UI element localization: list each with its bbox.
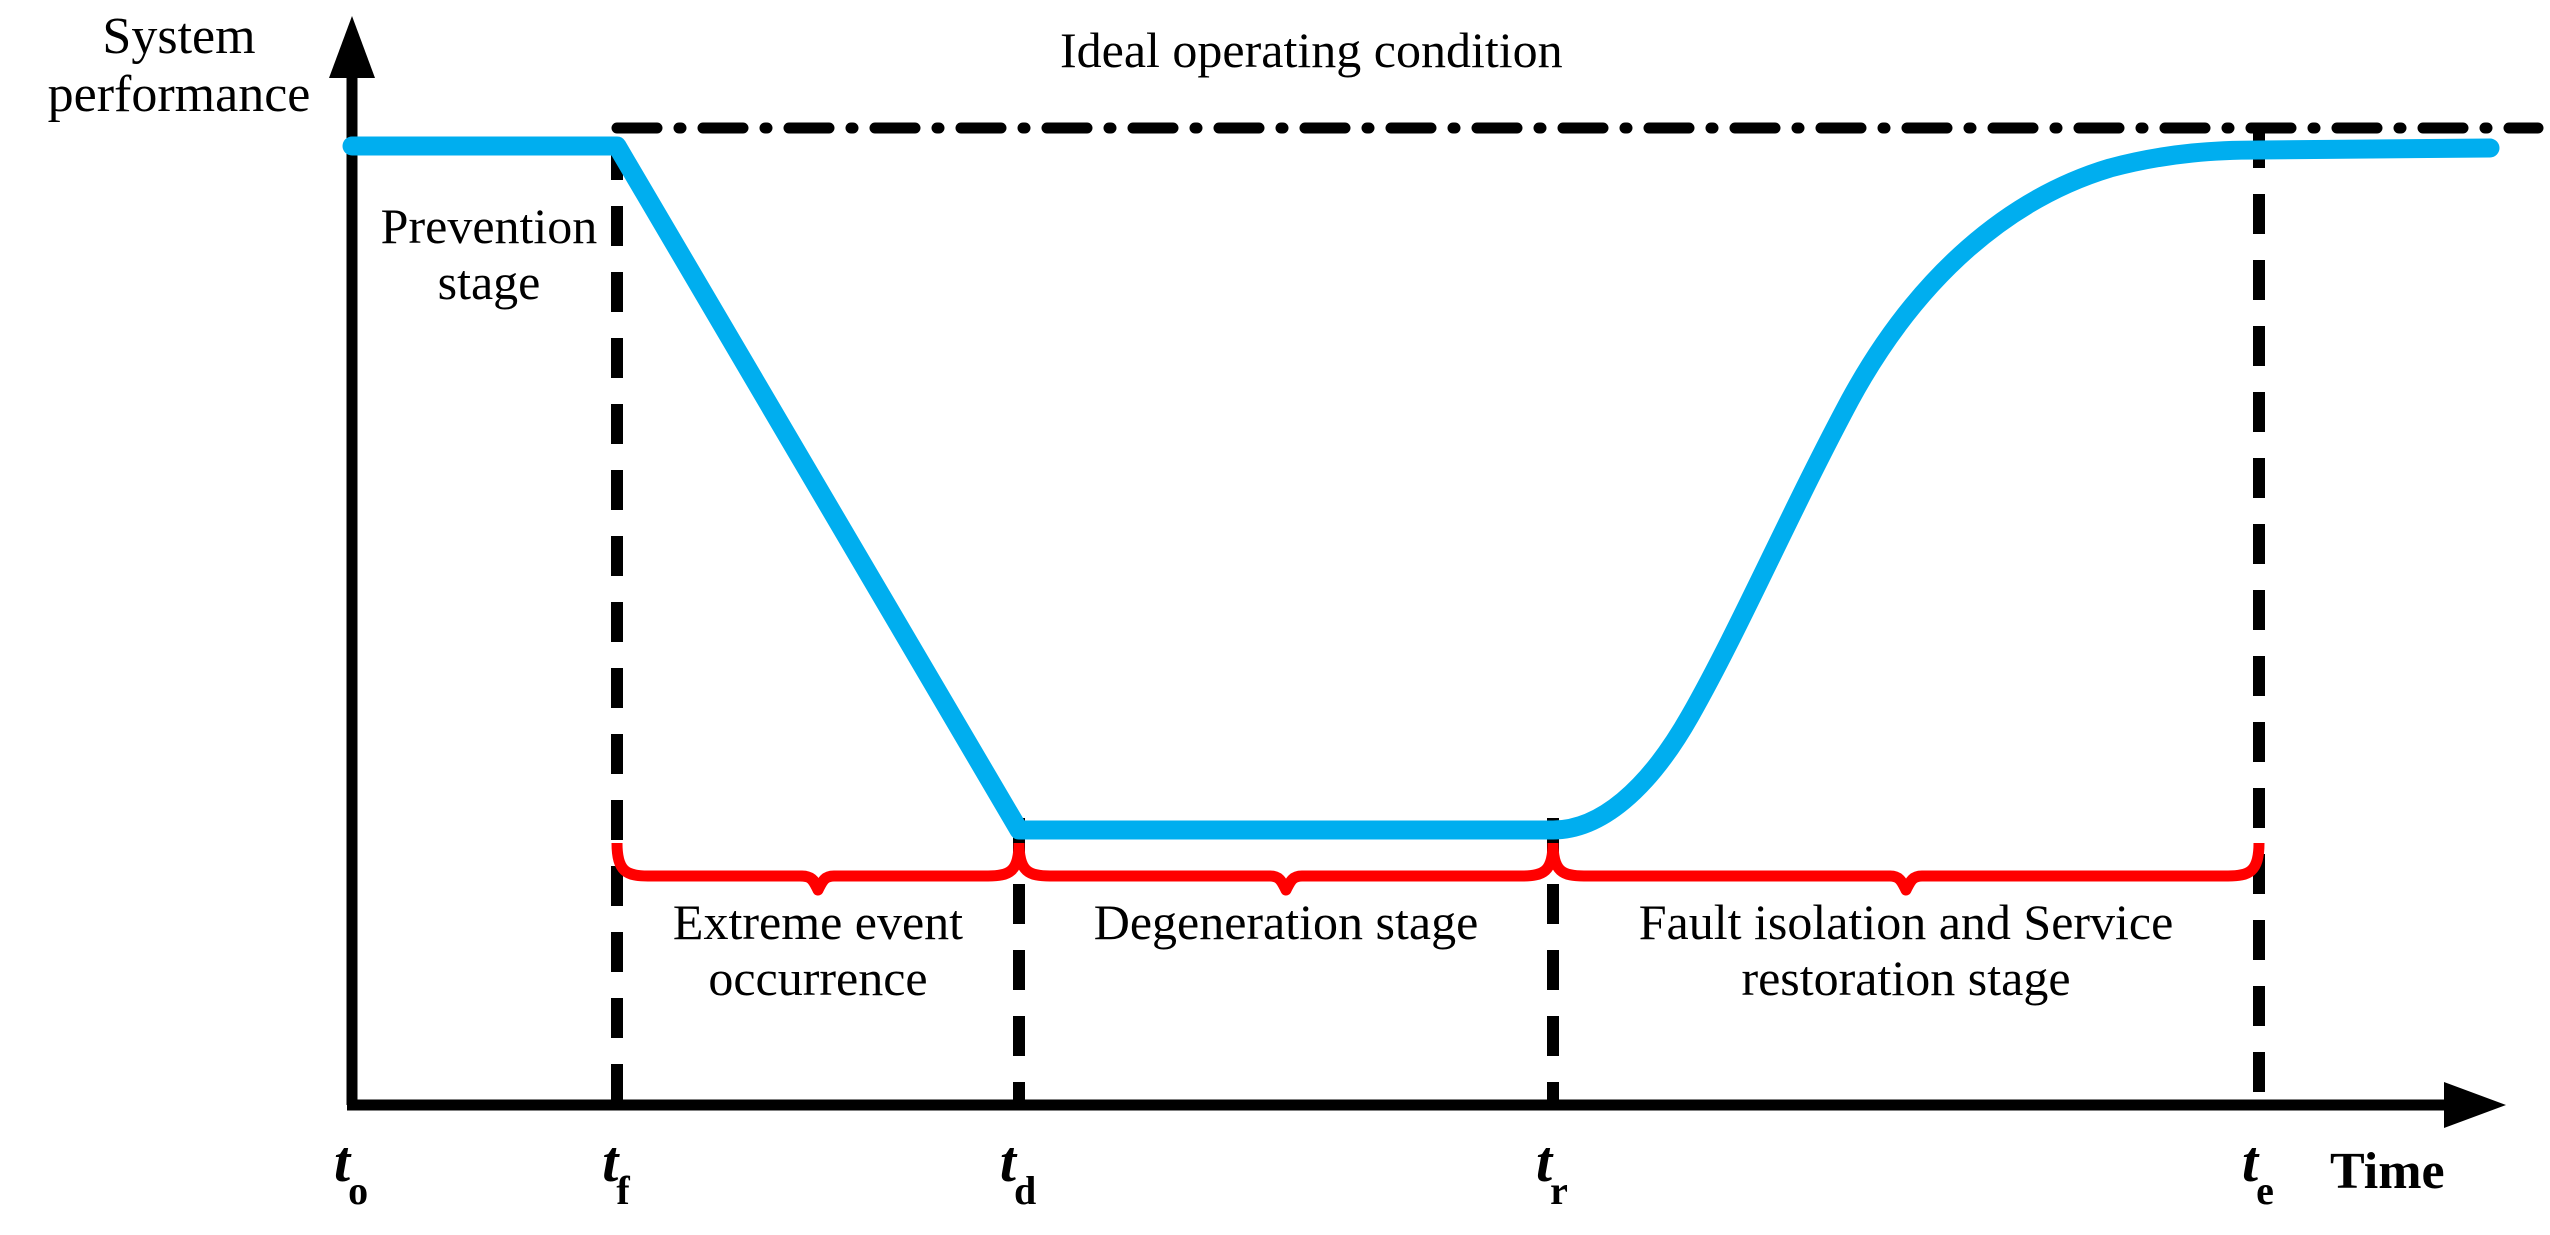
- tick-subscript: f: [616, 1167, 630, 1213]
- tick-subscript: d: [1013, 1167, 1037, 1213]
- y-axis-arrow-icon: [329, 16, 375, 78]
- tick-base: t: [333, 1129, 351, 1194]
- tick-subscript: e: [2256, 1167, 2274, 1213]
- ideal-operating-condition-label: Ideal operating condition: [1060, 22, 1563, 78]
- reference-lines-group: [611, 128, 2265, 1105]
- brace-fault-isolation: [1547, 842, 2265, 896]
- brace-extreme-event: [611, 842, 1025, 896]
- tick-subscript: r: [1550, 1167, 1568, 1213]
- x-axis-arrow-icon: [2444, 1082, 2506, 1128]
- tick-base: t: [1536, 1129, 1553, 1194]
- tick-base: t: [602, 1129, 619, 1194]
- axis-tick-label-t-origin: to: [282, 1128, 422, 1210]
- axes-group: [329, 16, 2506, 1128]
- axis-tick-label-t-disrupted: td: [949, 1128, 1089, 1210]
- tick-subscript: o: [348, 1167, 369, 1213]
- stage-braces-group: [611, 842, 2265, 896]
- tick-base: t: [2242, 1129, 2259, 1194]
- fault-isolation-stage-label: Fault isolation and Service restoration …: [1638, 894, 2174, 1006]
- x-axis-title: Time: [2330, 1143, 2445, 1200]
- brace-degeneration: [1013, 842, 1559, 896]
- axis-tick-label-t-end: te: [2189, 1128, 2329, 1210]
- system-performance-curve: [342, 136, 2500, 840]
- degeneration-stage-label: Degeneration stage: [1093, 894, 1479, 950]
- tick-base: t: [999, 1129, 1016, 1194]
- axis-tick-label-t-recovery: tr: [1483, 1128, 1623, 1210]
- extreme-event-stage-label: Extreme event occurrence: [672, 894, 964, 1006]
- axis-tick-label-t-failure: tf: [547, 1128, 687, 1210]
- y-axis-title: System performance: [47, 8, 311, 124]
- prevention-stage-label: Prevention stage: [380, 198, 598, 310]
